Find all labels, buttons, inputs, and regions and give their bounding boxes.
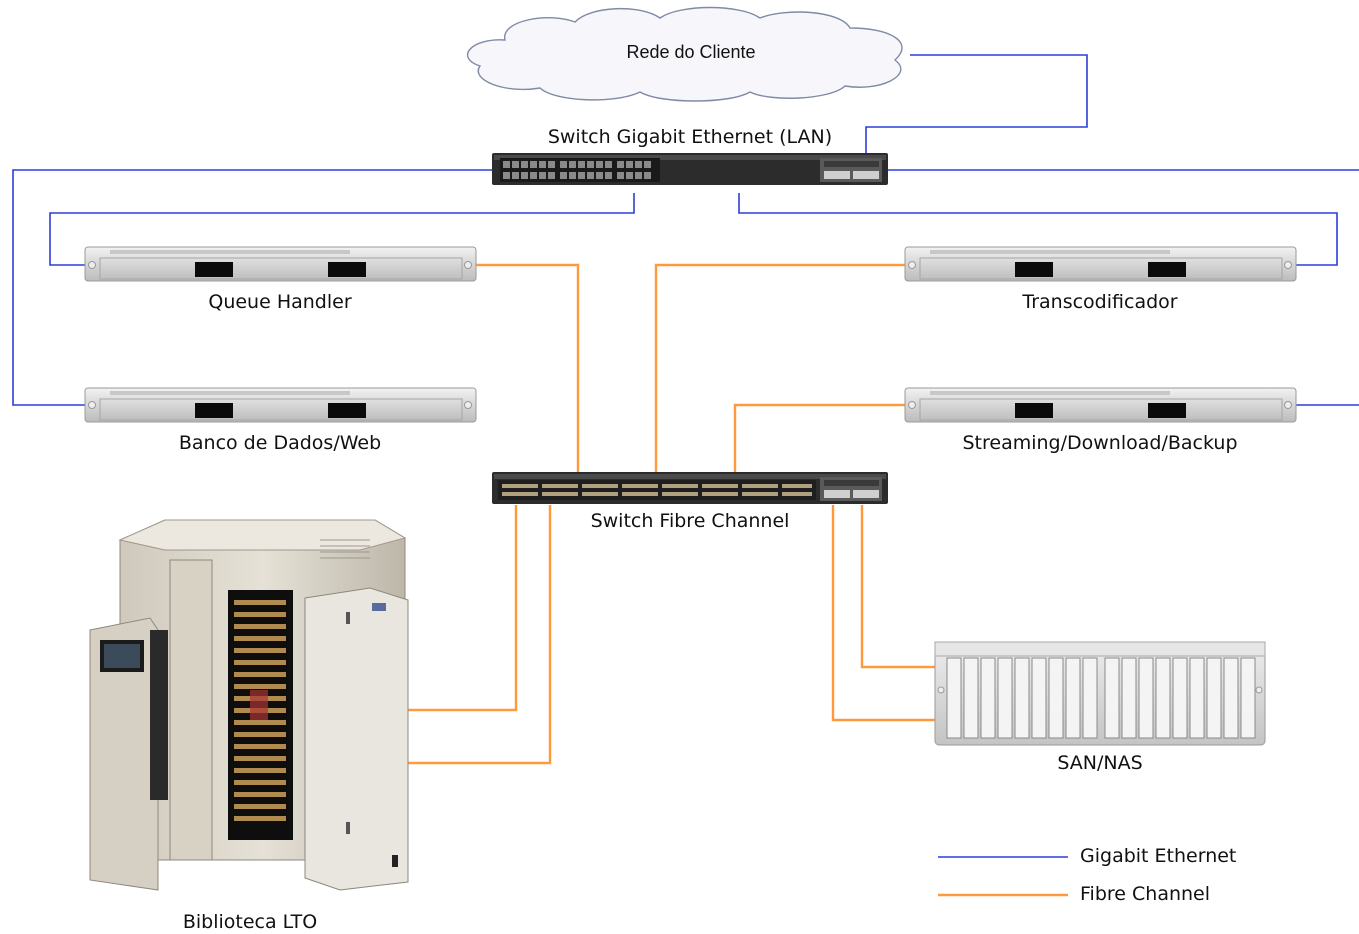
legend-fibre-label: Fibre Channel bbox=[1080, 883, 1211, 905]
server-queue-handler bbox=[84, 246, 477, 282]
fc-switch-label: Switch Fibre Channel bbox=[590, 510, 790, 532]
cable-lan-to-database bbox=[12, 169, 494, 406]
lto-library-label: Biblioteca LTO bbox=[182, 911, 318, 933]
server-database-web bbox=[84, 387, 477, 423]
server-transcoder bbox=[904, 246, 1297, 282]
lan-switch bbox=[492, 153, 888, 185]
fibre-fc-to-san-2 bbox=[831, 505, 935, 722]
cable-lan-to-transcoder bbox=[738, 193, 1338, 266]
streaming-label: Streaming/Download/Backup bbox=[962, 432, 1238, 454]
transcoder-label: Transcodificador bbox=[1022, 291, 1178, 313]
server-streaming bbox=[904, 387, 1297, 423]
fibre-fc-to-lto-1 bbox=[408, 505, 518, 712]
fibre-cables bbox=[408, 263, 935, 765]
cable-cloud-to-lan bbox=[865, 54, 1088, 157]
client-network-cloud bbox=[467, 6, 903, 102]
fibre-streaming-to-fc bbox=[733, 403, 905, 472]
queue-handler-label: Queue Handler bbox=[208, 291, 352, 313]
fc-switch bbox=[492, 472, 888, 504]
ethernet-cables bbox=[12, 54, 1359, 406]
legend bbox=[938, 856, 1068, 897]
san-nas-array bbox=[934, 641, 1266, 746]
legend-ethernet-label: Gigabit Ethernet bbox=[1080, 845, 1237, 867]
fibre-fc-to-lto-2 bbox=[408, 505, 552, 765]
cloud-label: Rede do Cliente bbox=[626, 42, 756, 62]
san-nas-label: SAN/NAS bbox=[1057, 752, 1143, 774]
fibre-queue-to-fc bbox=[476, 263, 580, 472]
fibre-fc-to-san-1 bbox=[860, 505, 935, 669]
fibre-transcoder-to-fc bbox=[654, 263, 905, 472]
database-web-label: Banco de Dados/Web bbox=[178, 432, 382, 454]
lan-switch-label: Switch Gigabit Ethernet (LAN) bbox=[547, 126, 833, 148]
cable-lan-to-queue bbox=[49, 193, 635, 266]
lto-library bbox=[89, 519, 409, 891]
